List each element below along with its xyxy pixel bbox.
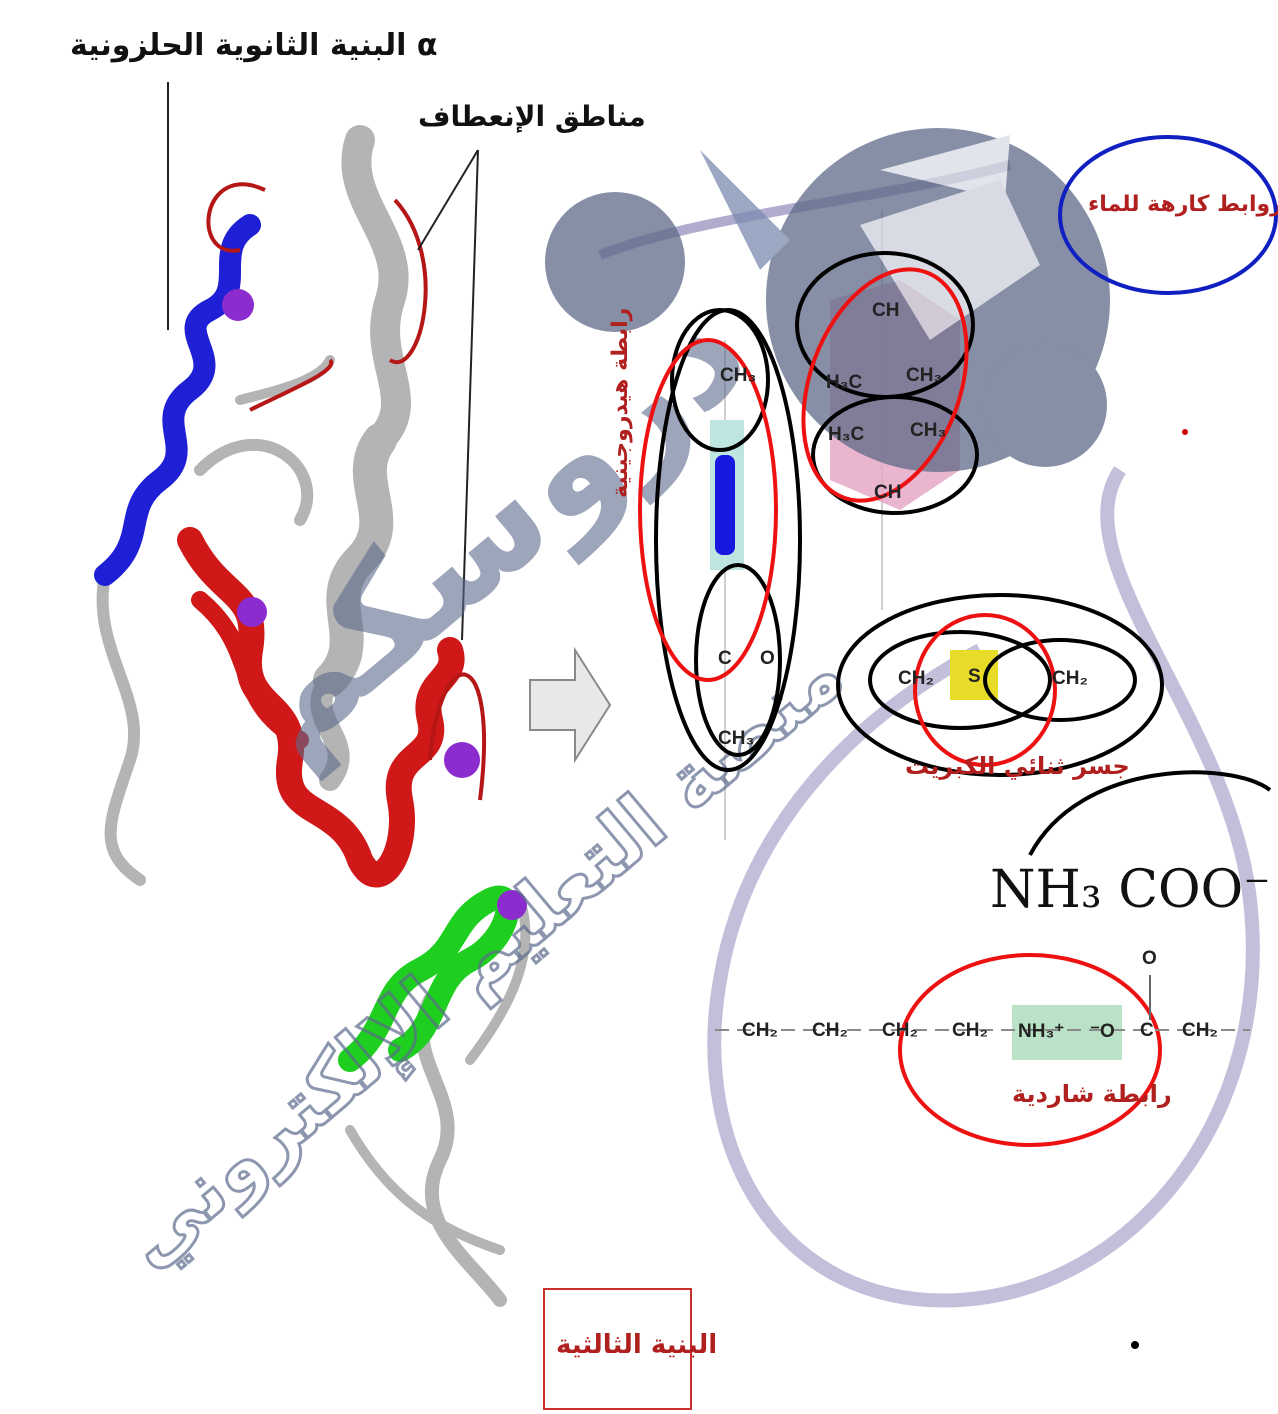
s-atom: S <box>968 666 981 688</box>
ch3-bottom-left: CH₃ <box>718 728 754 750</box>
bend-regions-label: مناطق الإنعطاف <box>418 100 646 133</box>
o-left: O <box>760 648 775 670</box>
ch3-top-left: CH₃ <box>720 365 756 387</box>
handwritten-nh3-coo: NH₃ COO⁻ <box>990 860 1271 920</box>
ch2-disulfide-left: CH₂ <box>898 668 934 690</box>
helix-blue <box>105 225 250 575</box>
ch2-chain-1: CH₂ <box>742 1020 778 1042</box>
hydrogen-bond-label: رابطة هيدروجينية <box>608 308 633 498</box>
o-carbonyl: O <box>1142 948 1157 970</box>
ch2-chain-5: CH₂ <box>1182 1020 1218 1042</box>
ch-bottom: CH <box>874 482 901 504</box>
disulfide-bridge-label: جسر ثنائي الكبريت <box>905 752 1130 780</box>
ionic-bond-label: رابطة شاردية <box>1012 1080 1172 1108</box>
o-minus: ⁻O <box>1090 1020 1115 1043</box>
nh3-plus: NH₃⁺ <box>1018 1020 1064 1043</box>
ch3-ring-1: CH₃ <box>906 365 942 387</box>
alpha-helix-label: البنية الثانوية الحلزونية α <box>70 28 437 63</box>
ch3-ring-2: CH₃ <box>910 420 946 442</box>
h3c-ring-2: H₃C <box>828 424 864 446</box>
h3c-ring-1: H₃C <box>826 372 862 394</box>
c-left: C <box>718 648 732 670</box>
tertiary-structure-label: البنية الثالثية <box>556 1330 717 1360</box>
ch-top: CH <box>872 300 899 322</box>
ch2-chain-4: CH₂ <box>952 1020 988 1042</box>
ch2-chain-3: CH₂ <box>882 1020 918 1042</box>
hydrophobic-bonds-label: روابط كارهة للماء <box>1088 192 1278 217</box>
pointer-arrow <box>530 650 610 760</box>
ch2-disulfide-right: CH₂ <box>1052 668 1088 690</box>
c-carbonyl: C <box>1140 1020 1154 1042</box>
ch2-chain-2: CH₂ <box>812 1020 848 1042</box>
